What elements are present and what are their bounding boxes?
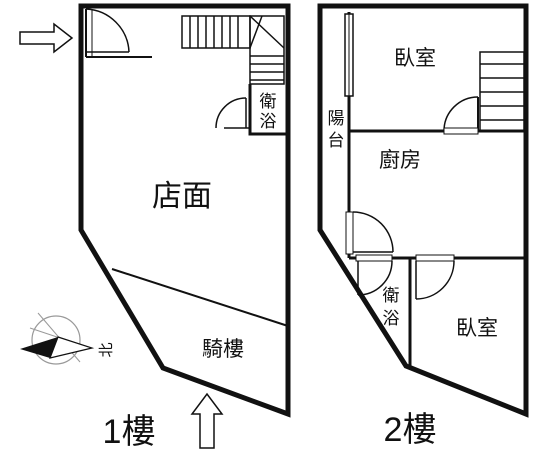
room-label-bedroom-top: 臥室 bbox=[394, 46, 436, 70]
bathroom-floor-2 bbox=[355, 254, 412, 366]
room-label-arcade: 騎樓 bbox=[202, 337, 244, 361]
staircase-floor-2 bbox=[479, 51, 525, 132]
bedroom-top-door bbox=[443, 96, 479, 135]
floor-1-outer-wall bbox=[78, 3, 291, 418]
compass-north-label: 北 bbox=[97, 342, 115, 357]
bathroom-floor-1 bbox=[215, 84, 288, 136]
kitchen-door bbox=[345, 211, 394, 255]
room-label-balcony-char1: 陽 bbox=[328, 109, 345, 129]
staircase-floor-1 bbox=[181, 15, 285, 85]
entrance-door-top bbox=[85, 8, 130, 57]
room-label-bath-2f-char1: 衛 bbox=[383, 286, 400, 306]
floor-2-plan: 臥室 陽 台 廚房 衛 浴 臥室 2樓 bbox=[317, 3, 529, 449]
compass: 北 bbox=[20, 312, 115, 365]
balcony-window bbox=[344, 13, 354, 97]
room-label-bath-2f-char2: 浴 bbox=[383, 309, 400, 329]
room-label-bath-1f-char1: 衛 bbox=[260, 92, 277, 112]
entrance-arrow-bottom bbox=[190, 392, 224, 449]
floor-2-label: 2樓 bbox=[384, 411, 437, 449]
room-label-balcony-char2: 台 bbox=[328, 131, 345, 151]
floor-1-label: 1樓 bbox=[103, 413, 156, 451]
bedroom-bottom-door bbox=[415, 254, 455, 300]
room-label-bedroom-bottom: 臥室 bbox=[456, 316, 498, 340]
floor-2-outer-wall bbox=[317, 3, 529, 418]
floor-1-plan: 店面 衛 浴 騎樓 1樓 bbox=[19, 3, 291, 451]
room-label-bath-1f-char2: 浴 bbox=[260, 112, 277, 132]
room-label-kitchen: 廚房 bbox=[379, 148, 421, 172]
entrance-arrow-left bbox=[19, 22, 74, 54]
arcade-separator bbox=[111, 268, 289, 327]
room-label-store: 店面 bbox=[152, 179, 212, 214]
